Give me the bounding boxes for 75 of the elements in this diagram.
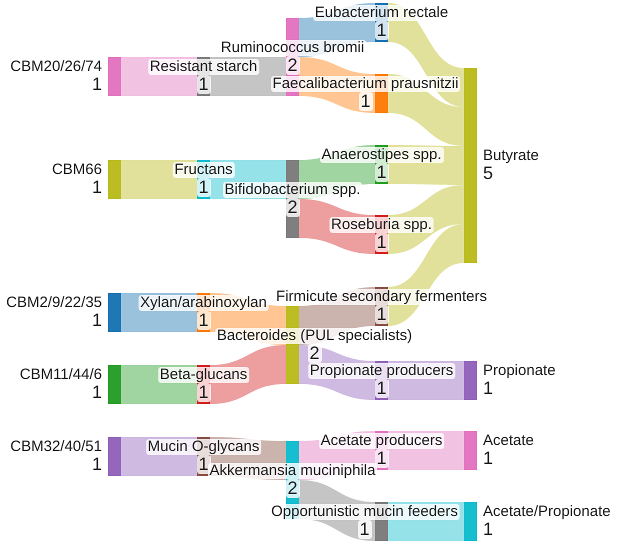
- node-label: Firmicute secondary fermenters: [274, 289, 489, 305]
- sankey-flow-band: [388, 431, 464, 470]
- sankey-flow-band: [388, 145, 464, 185]
- sankey-flow-band: [388, 502, 464, 541]
- node-value: 5: [483, 164, 494, 183]
- node-label: Acetate/Propionate: [483, 504, 611, 520]
- node-value: 1: [196, 383, 210, 402]
- node-value: 1: [92, 75, 102, 94]
- node-label: Bifidobacterium spp.: [222, 182, 362, 198]
- sankey-flow-band: [388, 185, 464, 254]
- node-value: 1: [374, 163, 388, 182]
- node-label: Ruminococcus bromii: [218, 40, 366, 56]
- node-label: Opportunistic mucin feeders: [269, 504, 460, 520]
- sankey-flow-band: [299, 480, 375, 541]
- node-value: 1: [92, 311, 102, 330]
- node-label: Roseburia spp.: [329, 217, 434, 233]
- node-value: 1: [374, 233, 388, 252]
- node-label: CBM32/40/51: [10, 439, 102, 455]
- sankey-flow-band: [299, 345, 375, 400]
- node-value: 2: [286, 478, 300, 498]
- node-label: Mucin O-glycans: [146, 439, 262, 455]
- node-value: 1: [483, 449, 494, 468]
- node-value: 1: [483, 379, 494, 398]
- sankey-flow-band: [388, 3, 464, 107]
- node-label: Acetate: [483, 433, 534, 449]
- node-value: 2: [286, 56, 300, 74]
- node-value: 1: [374, 21, 388, 40]
- node-label: Fructans: [172, 162, 235, 178]
- sankey-flow-band: [121, 160, 197, 199]
- node-label: Faecalibacterium prausnitzii: [270, 76, 460, 92]
- node-value: 1: [374, 449, 388, 468]
- node-value: 1: [196, 75, 210, 94]
- node-value: 1: [92, 178, 102, 197]
- sankey-flow-band: [210, 293, 286, 345]
- node-value: 1: [196, 311, 210, 330]
- node-label: Propionate producers: [308, 363, 456, 379]
- sankey-flow-band: [121, 57, 197, 96]
- node-label: CBM2/9/22/35: [6, 295, 102, 311]
- sankey-flow-band: [299, 3, 375, 57]
- node-value: 1: [92, 455, 102, 474]
- node-label: Butyrate: [483, 148, 539, 164]
- node-label: CBM20/26/74: [10, 59, 102, 75]
- sankey-flow-band: [121, 437, 197, 476]
- sankey-flow-band: [299, 57, 375, 113]
- sankey-flow-band: [299, 287, 375, 345]
- node-value: 2: [308, 344, 322, 362]
- node-value: 1: [358, 92, 372, 111]
- sankey-flow-band: [299, 145, 375, 199]
- sankey-flow-band: [388, 74, 464, 146]
- node-label: CBM11/44/6: [20, 367, 102, 383]
- node-label: Beta-glucans: [158, 367, 250, 383]
- sankey-flow-band: [299, 199, 375, 254]
- sankey-flow-band: [121, 365, 197, 404]
- node-label: Resistant starch: [148, 59, 260, 75]
- node-label: Anaerostipes spp.: [319, 147, 444, 163]
- node-label: Akkermansia muciniphila: [208, 462, 378, 478]
- node-label: Eubacterium rectale: [312, 5, 450, 21]
- node-label: Acetate producers: [318, 433, 444, 449]
- node-label: CBM66: [52, 162, 102, 178]
- sankey-flow-band: [121, 293, 197, 332]
- node-value: 1: [196, 178, 210, 197]
- sankey-flow-band: [388, 224, 464, 326]
- node-value: 1: [483, 520, 494, 539]
- node-value: 1: [374, 305, 388, 324]
- node-value: 1: [374, 379, 388, 398]
- sankey-flow-band: [210, 345, 286, 404]
- node-value: 2: [286, 198, 300, 216]
- sankey-flow-band: [210, 57, 286, 96]
- node-label: Xylan/arabinoxylan: [138, 295, 269, 311]
- node-value: 1: [358, 520, 372, 539]
- node-label: Propionate: [483, 363, 556, 379]
- sankey-flow-band: [210, 160, 286, 199]
- node-label: Bacteroides (PUL specialists): [214, 328, 414, 344]
- node-value: 1: [92, 383, 102, 402]
- sankey-flow-band: [388, 361, 464, 400]
